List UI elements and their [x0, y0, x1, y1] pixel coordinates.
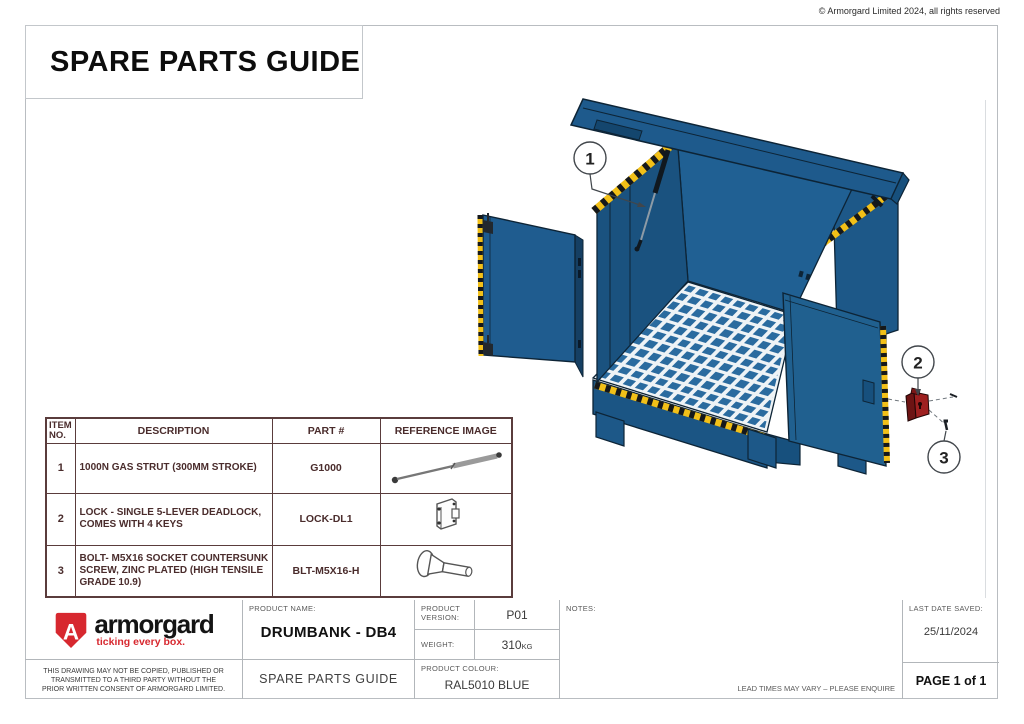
- table-row: 3 BOLT- M5X16 SOCKET COUNTERSUNK SCREW, …: [45, 544, 513, 598]
- drawing-frame-edge: [985, 100, 986, 598]
- notes-label: NOTES:: [566, 604, 596, 613]
- header-description: DESCRIPTION: [74, 417, 273, 444]
- last-date-saved-cell: LAST DATE SAVED: 25/11/2024: [903, 600, 999, 663]
- product-version-label: PRODUCT VERSION:: [421, 604, 461, 623]
- row1-description: 1000N GAS STRUT (300MM STROKE): [74, 442, 273, 494]
- disclaimer-line: THIS DRAWING MAY NOT BE COPIED, PUBLISHE…: [43, 668, 224, 675]
- row2-item-no: 2: [45, 492, 76, 546]
- product-name-value: DRUMBANK - DB4: [260, 624, 397, 641]
- table-row: 1 1000N GAS STRUT (300MM STROKE) G1000: [45, 442, 513, 494]
- lead-times-note: LEAD TIMES MAY VARY – PLEASE ENQUIRE: [737, 684, 895, 693]
- product-colour-label: PRODUCT COLOUR:: [421, 664, 499, 673]
- parts-table: ITEM NO. DESCRIPTION PART # REFERENCE IM…: [45, 417, 513, 598]
- product-version-value: P01: [475, 600, 560, 630]
- door-handle-recess: [862, 379, 875, 405]
- left-door: [477, 213, 584, 378]
- disclaimer-line: PRIOR WRITTEN CONSENT OF ARMORGARD LIMIT…: [41, 686, 226, 693]
- title-block: A armorgard ticking every box. THIS DRAW…: [25, 600, 999, 699]
- product-name-label: PRODUCT NAME:: [249, 604, 316, 613]
- balloon-1: 1: [573, 141, 646, 207]
- header-item-no: ITEM NO.: [45, 417, 76, 444]
- left-wall: [591, 133, 689, 384]
- page-border-frame: [25, 25, 998, 699]
- bolt-small: [943, 393, 958, 431]
- row2-part-number: LOCK-DL1: [271, 492, 381, 546]
- brand-logo-cell: A armorgard ticking every box.: [25, 600, 243, 660]
- product-colour-cell: PRODUCT COLOUR: RAL5010 BLUE: [415, 660, 560, 699]
- brand-name: armorgard: [94, 608, 214, 639]
- gas-strut: [634, 149, 671, 252]
- cabinet-lid: [569, 98, 910, 205]
- document-title-box: SPARE PARTS GUIDE: [25, 25, 363, 99]
- product-name-cell: PRODUCT NAME: DRUMBANK - DB4: [243, 600, 415, 660]
- disclaimer-line: TRANSMITTED TO A THIRD PARTY WITHOUT THE: [50, 677, 217, 684]
- logo-mark-letter: A: [63, 619, 79, 644]
- door-hinge-top: [483, 213, 493, 234]
- weight-label: WEIGHT:: [421, 640, 455, 649]
- document-type: SPARE PARTS GUIDE: [259, 672, 398, 686]
- table-row: 2 LOCK - SINGLE 5-LEVER DEADLOCK, COMES …: [45, 492, 513, 546]
- deadlock: [905, 387, 930, 422]
- document-type-cell: SPARE PARTS GUIDE: [243, 660, 415, 699]
- balloon-2: 2: [901, 345, 935, 396]
- disclaimer: THIS DRAWING MAY NOT BE COPIED, PUBLISHE…: [25, 660, 243, 699]
- last-date-saved-value: 25/11/2024: [923, 626, 979, 638]
- row1-part-number: G1000: [271, 442, 381, 494]
- row3-item-no: 3: [45, 544, 76, 598]
- armorgard-logo-icon: A: [56, 612, 87, 648]
- weight-value-cell: 310KG: [475, 630, 560, 660]
- balloon-1-number: 1: [585, 150, 594, 169]
- notes-cell: NOTES: LEAD TIMES MAY VARY – PLEASE ENQU…: [560, 600, 903, 699]
- deadlock-icon: [436, 497, 460, 530]
- balloon-2-number: 2: [913, 354, 922, 373]
- row1-item-no: 1: [45, 442, 76, 494]
- row3-part-number: BLT-M5X16-H: [271, 544, 381, 598]
- page-number: PAGE 1 of 1: [915, 674, 987, 688]
- row3-description: BOLT- M5X16 SOCKET COUNTERSUNK SCREW, ZI…: [74, 544, 273, 598]
- door-hinge-bottom: [483, 335, 493, 356]
- header-part-number: PART #: [271, 417, 381, 444]
- countersunk-screw-icon: [416, 550, 473, 578]
- right-door: [782, 292, 890, 467]
- product-colour-value: RAL5010 BLUE: [444, 678, 530, 692]
- balloon-3: 3: [927, 430, 961, 474]
- brand-tagline: ticking every box.: [96, 635, 186, 648]
- weight-value: 310: [501, 638, 522, 652]
- page-number-cell: PAGE 1 of 1: [903, 663, 999, 699]
- row2-description: LOCK - SINGLE 5-LEVER DEADLOCK, COMES WI…: [74, 492, 273, 546]
- page-title: SPARE PARTS GUIDE: [50, 46, 361, 78]
- parts-table-header-row: ITEM NO. DESCRIPTION PART # REFERENCE IM…: [45, 417, 513, 444]
- weight-unit: KG: [521, 642, 533, 651]
- header-reference-image: REFERENCE IMAGE: [379, 417, 513, 444]
- gas-strut-icon: [391, 451, 502, 483]
- product-version-label-cell: PRODUCT VERSION:: [415, 600, 475, 630]
- weight-label-cell: WEIGHT:: [415, 630, 475, 660]
- exploded-leader-lines: [887, 396, 954, 427]
- balloon-3-number: 3: [939, 449, 948, 468]
- last-date-saved-label: LAST DATE SAVED:: [909, 604, 983, 613]
- copyright-notice: © Armorgard Limited 2024, all rights res…: [818, 6, 1000, 16]
